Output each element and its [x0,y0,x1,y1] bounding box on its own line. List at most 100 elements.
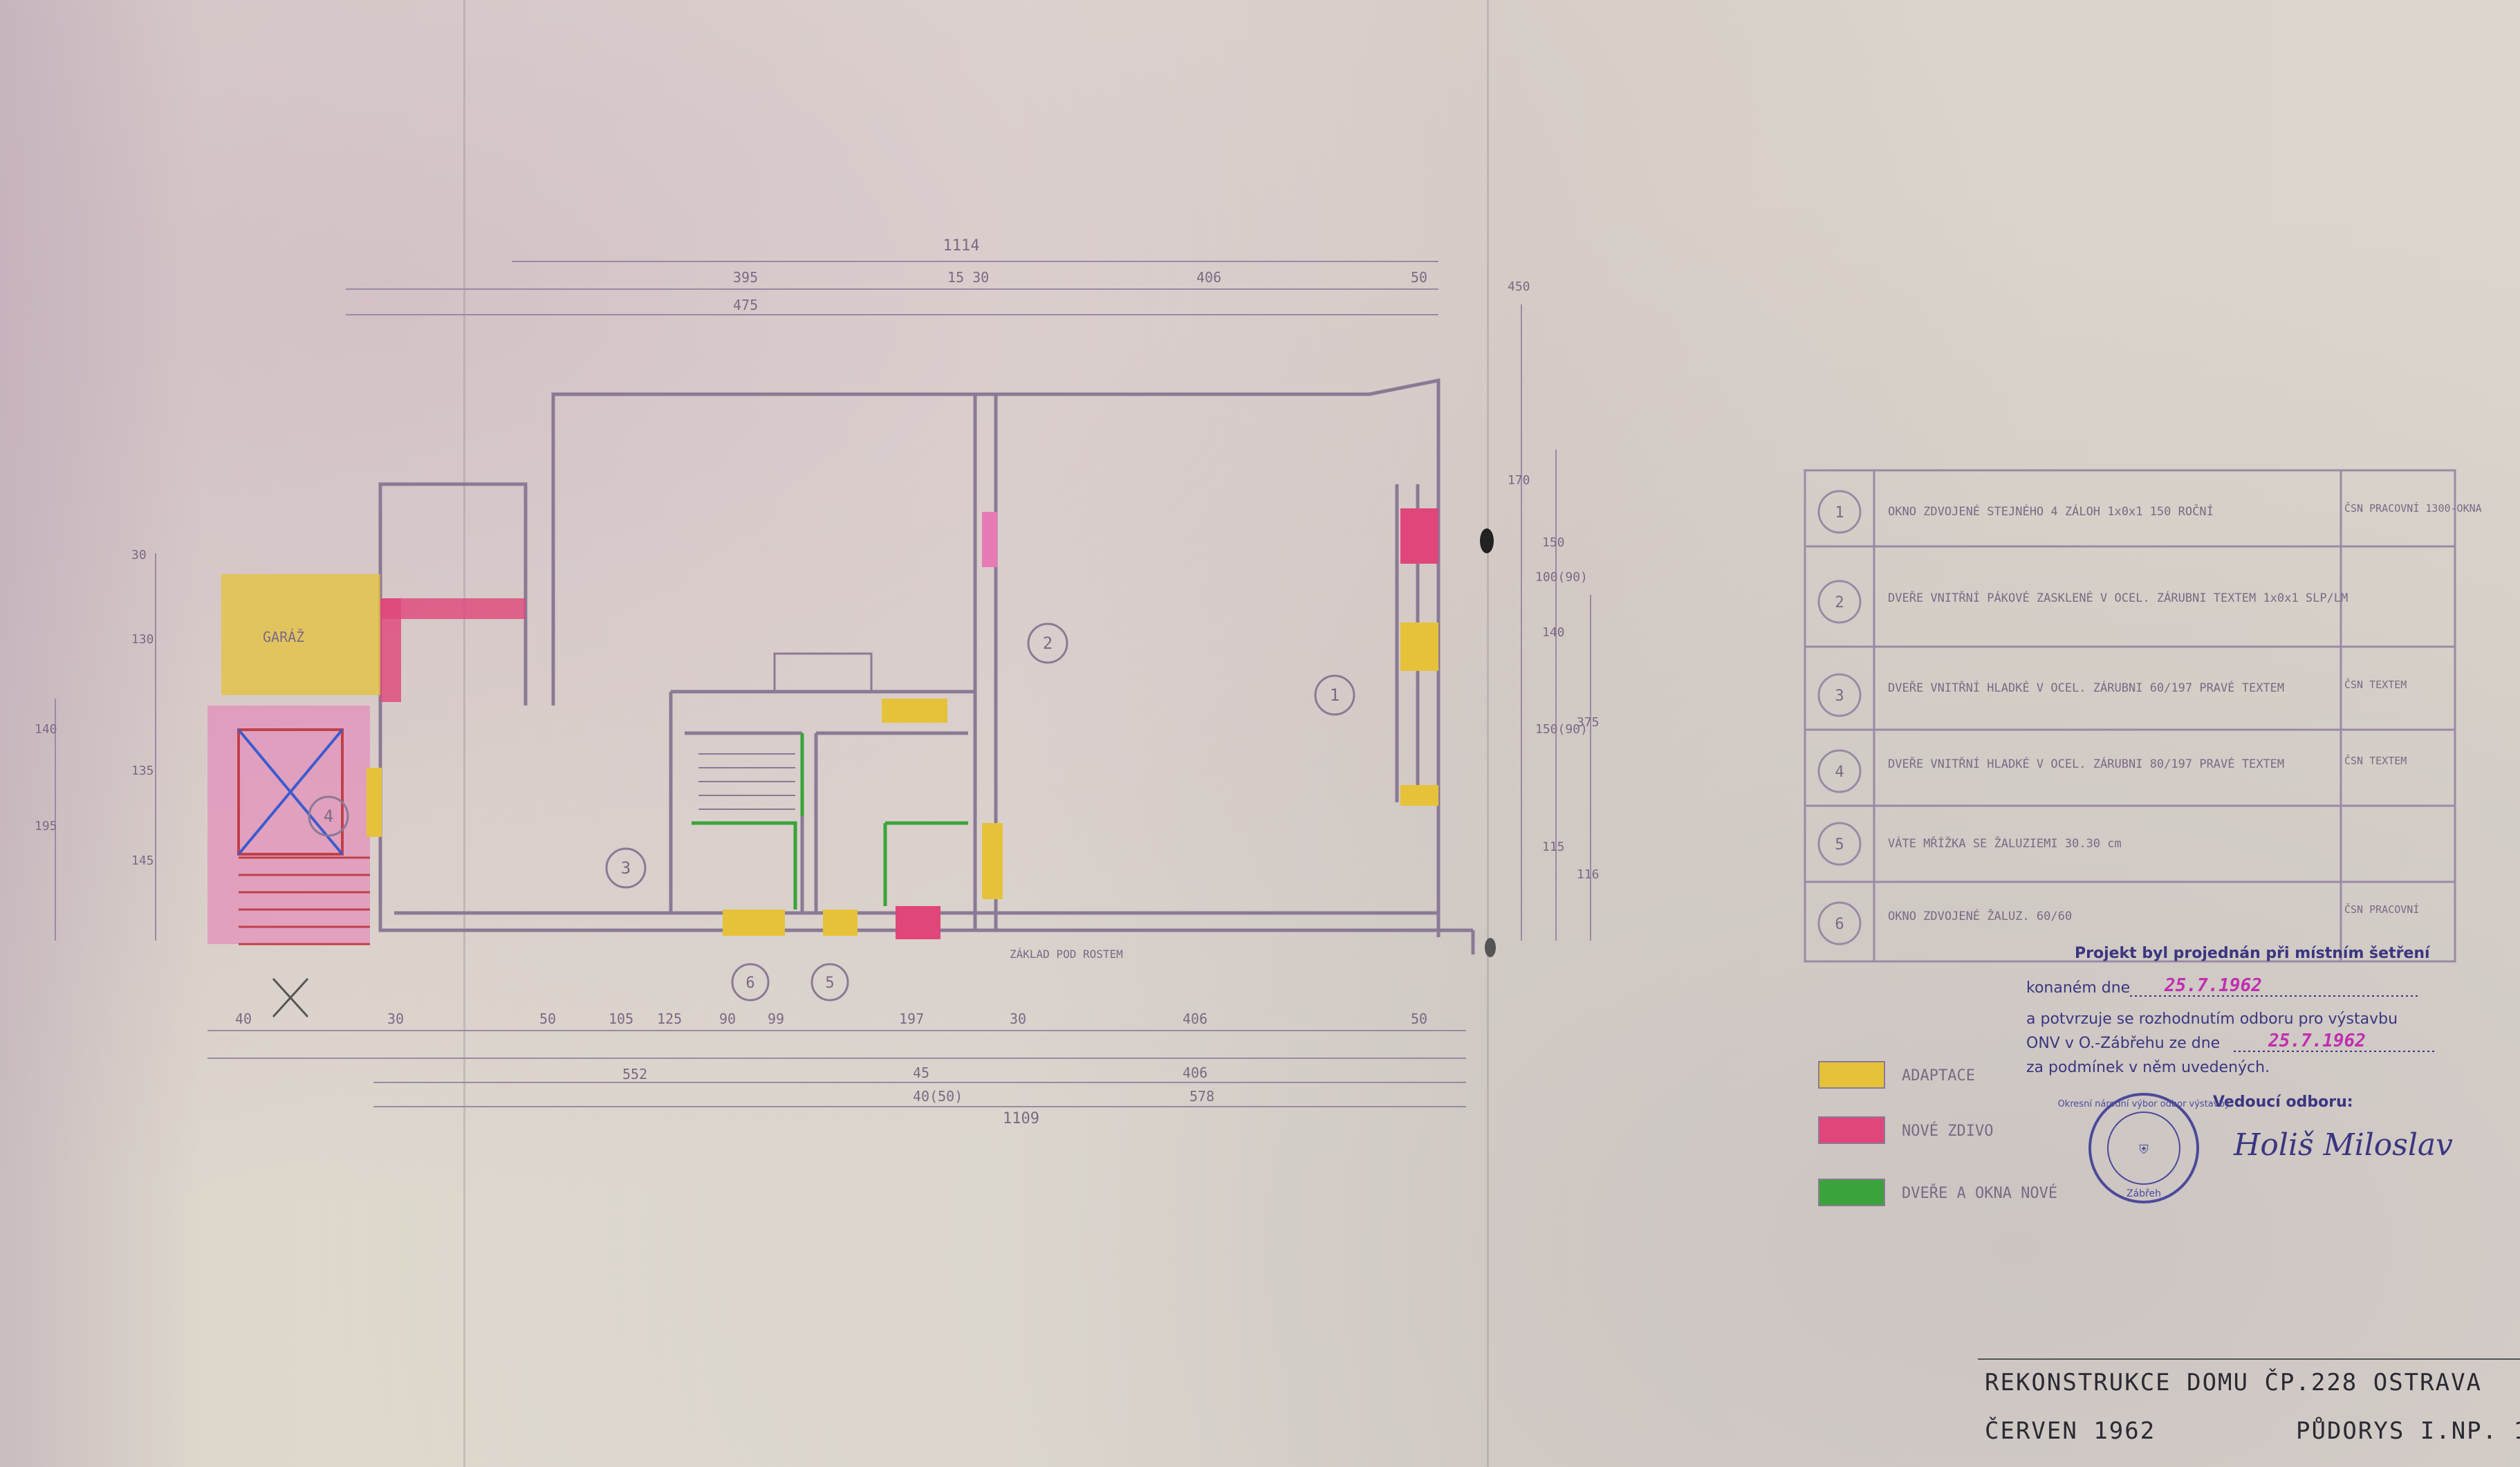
approval-line: ONV v O.-Zábřehu ze dne [2026,1035,2220,1052]
overall-dim-top: 1114 [943,237,980,255]
table-frame [1804,469,2456,963]
table-row-text: OKNO ZDVOJENÉ ŽALUZ. 60/60 [1888,908,2072,923]
dim-bottom: 197 [899,1011,924,1027]
dim-right: 170 [1508,473,1530,488]
table-row-extra: ČSN TEXTEM [2344,754,2407,767]
room-number: 3 [621,858,631,878]
dim-bottom: 50 [1411,1011,1427,1027]
north-mark [272,977,309,1018]
signature: Holiš Miloslav [2233,1127,2453,1163]
adaptation-mark [982,823,1003,899]
punch-hole [1485,938,1496,957]
overall-dim-bottom: 1109 [1003,1110,1039,1127]
dim-bottom: 105 [609,1011,633,1027]
stamp-emblem-icon: ⛨ [2139,1143,2149,1157]
table-row-text: DVEŘE VNITŘNÍ HLADKÉ V OCEL. ZÁRUBNI 80/… [1888,756,2284,771]
new-wall [1400,508,1438,564]
dimension-labels: 1114 395 475 15 30 406 50 40 30 50 105 1… [35,237,1600,1127]
dim-bottom: 45 [913,1064,929,1081]
new-wall [896,906,941,939]
dim-bottom: 30 [387,1011,404,1027]
official-stamp [2088,1093,2199,1203]
table-row-text: VÁTE MŘÍŽKA SE ŽALUZIEMI 30.30 cm [1888,836,2122,851]
dim-left: 145 [131,854,154,868]
dim-bottom: 125 [657,1011,682,1027]
official-stamp-inner [2107,1111,2180,1185]
table-row-number: 4 [1835,764,1844,781]
title-block: REKONSTRUKCE DOMU ČP.228 OSTRAVA ČERVEN … [1978,1358,2520,1445]
colored-markings [207,508,1438,1018]
approval-line: Projekt byl projednán při místním šetřen… [2075,945,2431,962]
adaptation-mark [882,699,947,723]
room-number: 1 [1330,685,1340,705]
approval-line: konaném dne [2026,979,2130,997]
dim-bottom: 552 [622,1066,647,1082]
table-row-text: DVEŘE VNITŘNÍ PÁKOVÉ ZASKLENÉ V OCEL. ZÁ… [1888,590,2348,605]
dim-right: 150 [1542,535,1565,550]
adaptation-mark [1400,622,1438,671]
signature-title: Vedoucí odboru: [2213,1094,2353,1111]
dim-bottom: 50 [539,1011,556,1027]
foundation-note: ZÁKLAD POD ROSTEM [1010,948,1123,961]
punch-hole [1480,528,1494,553]
room-numbers: 1 2 3 4 5 6 [324,634,1340,992]
dim-left: 30 [131,548,147,562]
drawing-date: ČERVEN 1962 [1985,1417,2156,1445]
room-number: 4 [324,806,333,826]
approval-line: za podmínek v něm uvedených. [2026,1059,2270,1076]
adaptation-mark [723,910,785,936]
garage-label: GARÁŽ [263,629,304,645]
dim-right: 150(90) [1535,722,1588,737]
legend-swatch-doors [1818,1179,1885,1206]
room-markers [308,622,1355,1002]
dim-bottom: 406 [1183,1011,1207,1027]
dim-top: 15 30 [947,269,989,286]
plan-walls [378,378,1475,954]
room-marker-circle [1027,622,1068,664]
dim-bottom: 578 [1189,1088,1214,1105]
dim-right: 140 [1542,625,1565,640]
legend-label: ADAPTACE [1902,1067,1975,1085]
room-marker-circle [605,847,647,889]
chimney [773,652,873,693]
stamp-city: Zábřeh [2127,1188,2161,1199]
dim-bottom: 30 [1010,1011,1026,1027]
legend: ADAPTACE NOVÉ ZDIVO DVEŘE A OKNA NOVÉ [1818,1061,2057,1206]
dim-top: 50 [1411,269,1427,286]
table-row-extra: ČSN TEXTEM [2344,678,2407,691]
drawing-name: PŮDORYS I.NP. 1:50 [2296,1417,2520,1445]
room-marker-circle [731,963,770,1002]
table-row-number: 5 [1835,836,1844,854]
dim-bottom: 40(50) [913,1088,963,1105]
table-row-extra: ČSN PRACOVNÍ [2344,903,2419,916]
dim-left: 135 [131,764,154,778]
room-number: 6 [745,975,754,992]
dim-right: 115 [1542,840,1565,854]
dim-top: 475 [733,297,758,313]
dim-bottom: 90 [719,1011,736,1027]
staircase [698,753,795,824]
room-marker-circle [308,795,349,837]
upper-wall [551,378,1440,937]
adaptation-mark [367,768,382,837]
new-wall [982,512,997,567]
dim-left: 195 [35,819,57,833]
dimension-lines [55,261,1591,1107]
room-marker-circle [810,963,849,1002]
legend-swatch-new-wall [1818,1116,1885,1144]
adaptation-mark [1400,785,1438,806]
project-title: REKONSTRUKCE DOMU ČP.228 OSTRAVA [1985,1368,2482,1396]
stamp-ring-text: Okresní národní výbor odbor výstavby [2058,1099,2230,1109]
room-number: 2 [1043,634,1053,653]
adaptation-mark [823,910,858,936]
approval-date: 25.7.1962 [2164,975,2262,996]
notes-table-text: 1 OKNO ZDVOJENÉ STEJNÉHO 4 ZÁLOH 1x0x1 1… [1835,501,2481,933]
dim-bottom: 99 [768,1011,784,1027]
approval-date: 25.7.1962 [2268,1031,2366,1051]
dim-right: 450 [1508,279,1530,294]
legend-label: NOVÉ ZDIVO [1902,1122,1993,1140]
demolition-cross [237,728,344,856]
garage-outline [237,728,344,856]
